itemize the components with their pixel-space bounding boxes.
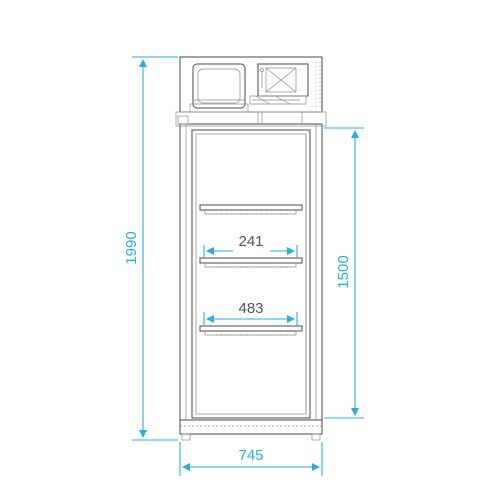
shelf-3	[199, 325, 303, 336]
dimension-interior-height: 1500	[324, 127, 364, 419]
cabinet-base	[179, 419, 323, 441]
interior-height-label: 1500	[335, 255, 352, 288]
shelf-1	[199, 204, 303, 215]
shelf-2	[199, 257, 303, 268]
condenser-fan-box	[257, 63, 309, 97]
overall-width-label: 745	[238, 447, 263, 464]
dimension-half-width: 241	[203, 233, 298, 258]
evaporator-tray	[249, 95, 307, 125]
dimension-overall-width: 745	[179, 442, 323, 476]
half-width-label: 241	[238, 233, 263, 250]
cabinet-body	[175, 111, 327, 421]
compressor-unit	[189, 63, 249, 113]
dimension-shelf-width: 483	[203, 300, 298, 326]
door-frame	[191, 129, 311, 419]
overall-height-label: 1990	[123, 231, 140, 264]
shelf-width-label: 483	[238, 300, 263, 317]
dimension-overall-height: 1990	[123, 56, 178, 441]
